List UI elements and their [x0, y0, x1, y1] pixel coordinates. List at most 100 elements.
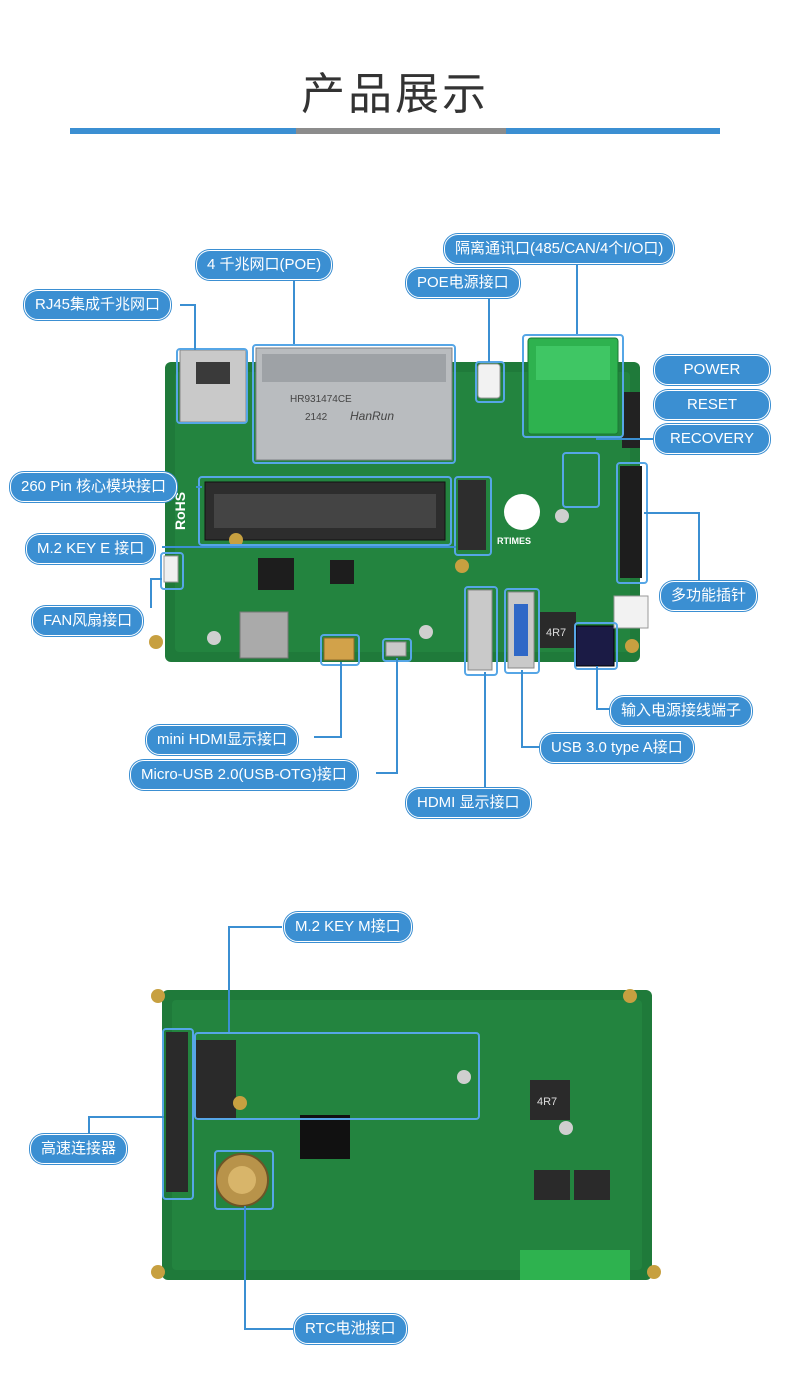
hl-usb3 [504, 588, 540, 674]
sd-slot [239, 611, 289, 659]
label-usb3: USB 3.0 type A接口 [540, 733, 694, 763]
multi-pin-header [620, 466, 642, 578]
label-reset: RESET [654, 390, 770, 420]
b-hole-1 [233, 1096, 247, 1110]
line-usb3-h [521, 746, 543, 748]
b-standoff-4 [647, 1265, 661, 1279]
line-rj45-h [180, 304, 196, 306]
line-core-h [196, 486, 202, 488]
line-usb3-v [521, 670, 523, 748]
line-hs-v [88, 1116, 90, 1136]
top-hole-3 [207, 631, 221, 645]
line-poe-v [488, 296, 490, 362]
standoff-4 [625, 639, 639, 653]
hl-buttons [562, 452, 600, 508]
label-m2m: M.2 KEY M接口 [284, 912, 412, 942]
top-hole-2 [419, 625, 433, 639]
hl-net4 [252, 344, 456, 464]
b-standoff-1 [151, 989, 165, 1003]
hl-multi-pin [616, 462, 648, 584]
hdmi-port [467, 589, 493, 671]
bottom-ic-3 [534, 1170, 570, 1200]
top-mount-hole [555, 509, 569, 523]
line-buttons [596, 438, 654, 440]
line-powerin-h [596, 708, 610, 710]
top-board-illustration: HanRun HR931474CE 2142 RTIMES RoHS 4R7 [149, 337, 649, 671]
label-isolated: 隔离通讯口(485/CAN/4个I/O口) [444, 234, 675, 264]
line-multi-v [698, 512, 700, 582]
label-hs-conn: 高速连接器 [30, 1134, 128, 1164]
label-recovery: RECOVERY [654, 424, 770, 454]
line-microusb-v [396, 658, 398, 774]
line-m2e-h [162, 546, 456, 548]
top-ic-1 [258, 558, 294, 590]
label-rtc: RTC电池接口 [294, 1314, 407, 1344]
bottom-pcb-shade [172, 1000, 642, 1270]
bottom-ic-2 [530, 1080, 570, 1120]
top-inductor-text: 4R7 [546, 627, 566, 639]
hl-rj45 [176, 348, 248, 424]
usb3-port-tongue [514, 604, 528, 656]
fan-connector [163, 555, 179, 583]
hl-m2m [194, 1032, 480, 1120]
line-microusb-h [376, 772, 398, 774]
line-multi-h [644, 512, 700, 514]
label-hdmi: HDMI 显示接口 [406, 788, 531, 818]
top-ic-2 [330, 560, 354, 584]
rtimes-logo-icon [504, 494, 540, 530]
standoff-1 [149, 635, 163, 649]
bottom-ic-4 [574, 1170, 610, 1200]
hl-hs-conn [162, 1028, 194, 1200]
line-minihdmi-v [340, 662, 342, 738]
micro-usb-port [385, 641, 407, 657]
standoff-2 [229, 533, 243, 547]
hl-rtc [214, 1150, 274, 1210]
line-net4-h [293, 278, 295, 344]
poe-power-connector [477, 363, 501, 399]
page-title: 产品展示 [301, 69, 489, 120]
title-bar-center [296, 128, 506, 134]
line-powerin-v [596, 666, 598, 710]
mini-hdmi-port [323, 637, 355, 661]
label-power: POWER [654, 355, 770, 385]
line-iso-v [576, 262, 578, 334]
line-minihdmi-h [314, 736, 342, 738]
m2m-slot [196, 1040, 236, 1120]
hs-connector [166, 1032, 188, 1192]
label-fan: FAN风扇接口 [32, 606, 144, 636]
power-in-terminal [575, 625, 615, 667]
b-green-terminal [520, 1250, 630, 1280]
line-rtc-h [244, 1328, 294, 1330]
hl-m2e [454, 476, 492, 556]
isolated-terminal-face [536, 346, 610, 380]
hl-power-in [574, 622, 618, 670]
label-core: 260 Pin 核心模块接口 [10, 472, 178, 502]
title-bar-right [506, 128, 720, 134]
hl-fan [160, 552, 184, 590]
transformer-date: 2142 [305, 412, 328, 423]
label-net4: 4 千兆网口(POE) [196, 250, 333, 280]
hl-hdmi [464, 586, 498, 676]
b-standoff-3 [151, 1265, 165, 1279]
b-hole-2 [457, 1070, 471, 1084]
b-hole-3 [559, 1121, 573, 1135]
rj45-jack-opening [196, 362, 230, 384]
title-bar-left [70, 128, 296, 134]
net4-top [262, 354, 446, 382]
label-power-in: 输入电源接线端子 [610, 696, 753, 726]
line-fan-v [150, 578, 152, 608]
bottom-board-illustration: 4R7 [151, 989, 661, 1280]
label-micro-usb: Micro-USB 2.0(USB-OTG)接口 [130, 760, 358, 790]
label-multi-pin: 多功能插针 [660, 581, 758, 611]
line-fan-h [150, 578, 162, 580]
label-m2e: M.2 KEY E 接口 [26, 534, 156, 564]
top-ic-3 [540, 612, 576, 648]
label-poe-power: POE电源接口 [406, 268, 520, 298]
right-header [622, 392, 640, 448]
core-connector-slot [214, 494, 436, 528]
transformer-model: HR931474CE [290, 394, 352, 405]
b-standoff-2 [623, 989, 637, 1003]
line-hs-h [88, 1116, 164, 1118]
m2e-slot [458, 480, 486, 550]
rtc-battery-center [228, 1166, 256, 1194]
